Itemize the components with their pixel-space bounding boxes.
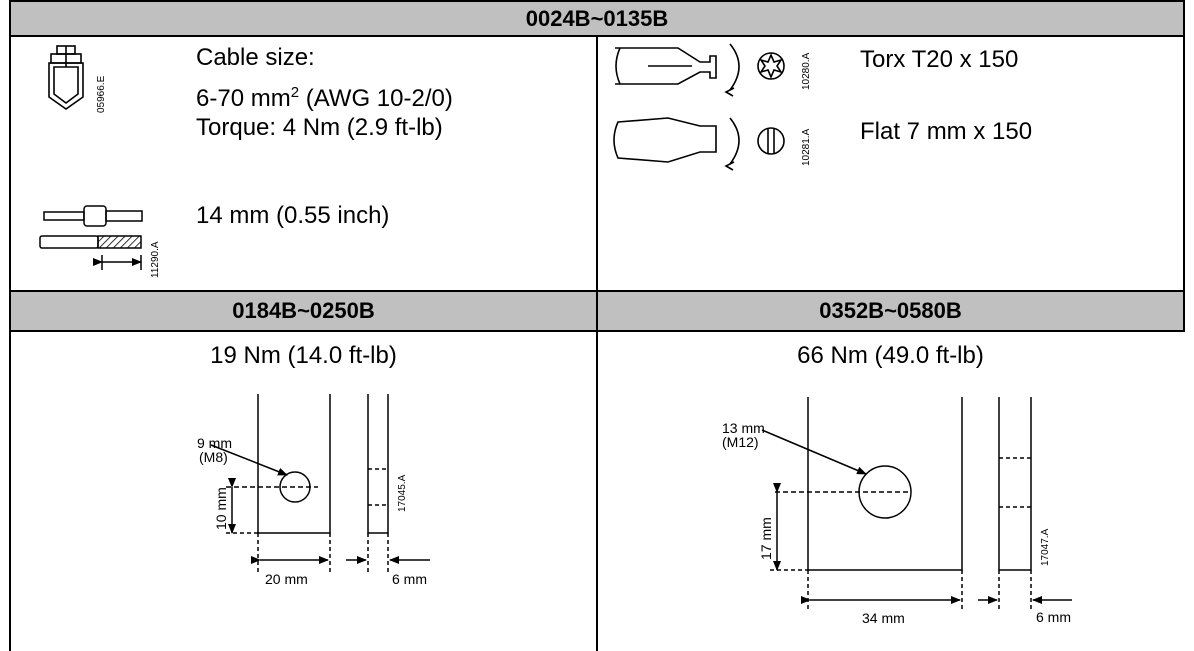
cable-size-value: 6-70 mm2 (AWG 10-2/0) <box>196 79 453 113</box>
flat-screwdriver-icon <box>613 117 785 171</box>
header-0024b-0135b-text: 0024B~0135B <box>525 5 669 31</box>
header-0352b-0580b-text: 0352B~0580B <box>819 298 962 323</box>
torx-screwdriver-icon <box>615 43 785 97</box>
cable-strip-icon <box>39 205 143 270</box>
grid-line <box>1183 0 1185 332</box>
torx-code: 10280.A <box>801 52 812 90</box>
cable-size-awg: (AWG 10-2/0) <box>299 85 453 112</box>
grid-line <box>596 35 598 651</box>
busbar-drawing-small <box>210 394 430 572</box>
header-0184b-0250b: 0184B~0250B <box>11 292 596 330</box>
flat-code: 10281.A <box>801 128 812 166</box>
hole-size-large: 13 mm <box>722 420 765 436</box>
torque-0184b-0250b: 19 Nm (14.0 ft-lb) <box>210 342 397 369</box>
code-small: 17045.A <box>397 474 408 512</box>
cable-size-label: Cable size: <box>196 44 315 71</box>
torque-0352b-0580b: 66 Nm (49.0 ft-lb) <box>797 342 984 369</box>
grid-line <box>9 0 11 651</box>
terminal-code: 05966.E <box>96 75 107 113</box>
terminal-lug-icon <box>48 45 84 110</box>
height-large: 17 mm <box>758 517 774 560</box>
strip-code: 11290.A <box>150 241 161 278</box>
width-large: 34 mm <box>862 610 905 626</box>
header-0352b-0580b: 0352B~0580B <box>598 292 1183 330</box>
bolt-size-small: (M8) <box>199 449 228 465</box>
header-0024b-0135b: 0024B~0135B <box>11 2 1183 35</box>
cable-size-superscript: 2 <box>290 84 300 101</box>
flat-label: Flat 7 mm x 150 <box>860 118 1033 145</box>
torx-label: Torx T20 x 150 <box>860 46 1019 73</box>
torque-spec: Torque: 4 Nm (2.9 ft-lb) <box>196 114 443 141</box>
bolt-size-large: (M12) <box>722 434 759 450</box>
header-0184b-0250b-text: 0184B~0250B <box>232 298 375 323</box>
busbar-drawing-large <box>761 397 1072 612</box>
height-small: 10 mm <box>213 487 229 530</box>
width-small: 20 mm <box>265 571 308 587</box>
grid-line <box>9 0 1185 2</box>
thickness-large: 6 mm <box>1036 609 1071 625</box>
hole-size-small: 9 mm <box>197 435 232 451</box>
cable-size-mm: 6-70 mm <box>196 85 291 112</box>
code-large: 17047.A <box>1040 528 1051 566</box>
thickness-small: 6 mm <box>392 571 427 587</box>
strip-length: 14 mm (0.55 inch) <box>196 202 390 229</box>
